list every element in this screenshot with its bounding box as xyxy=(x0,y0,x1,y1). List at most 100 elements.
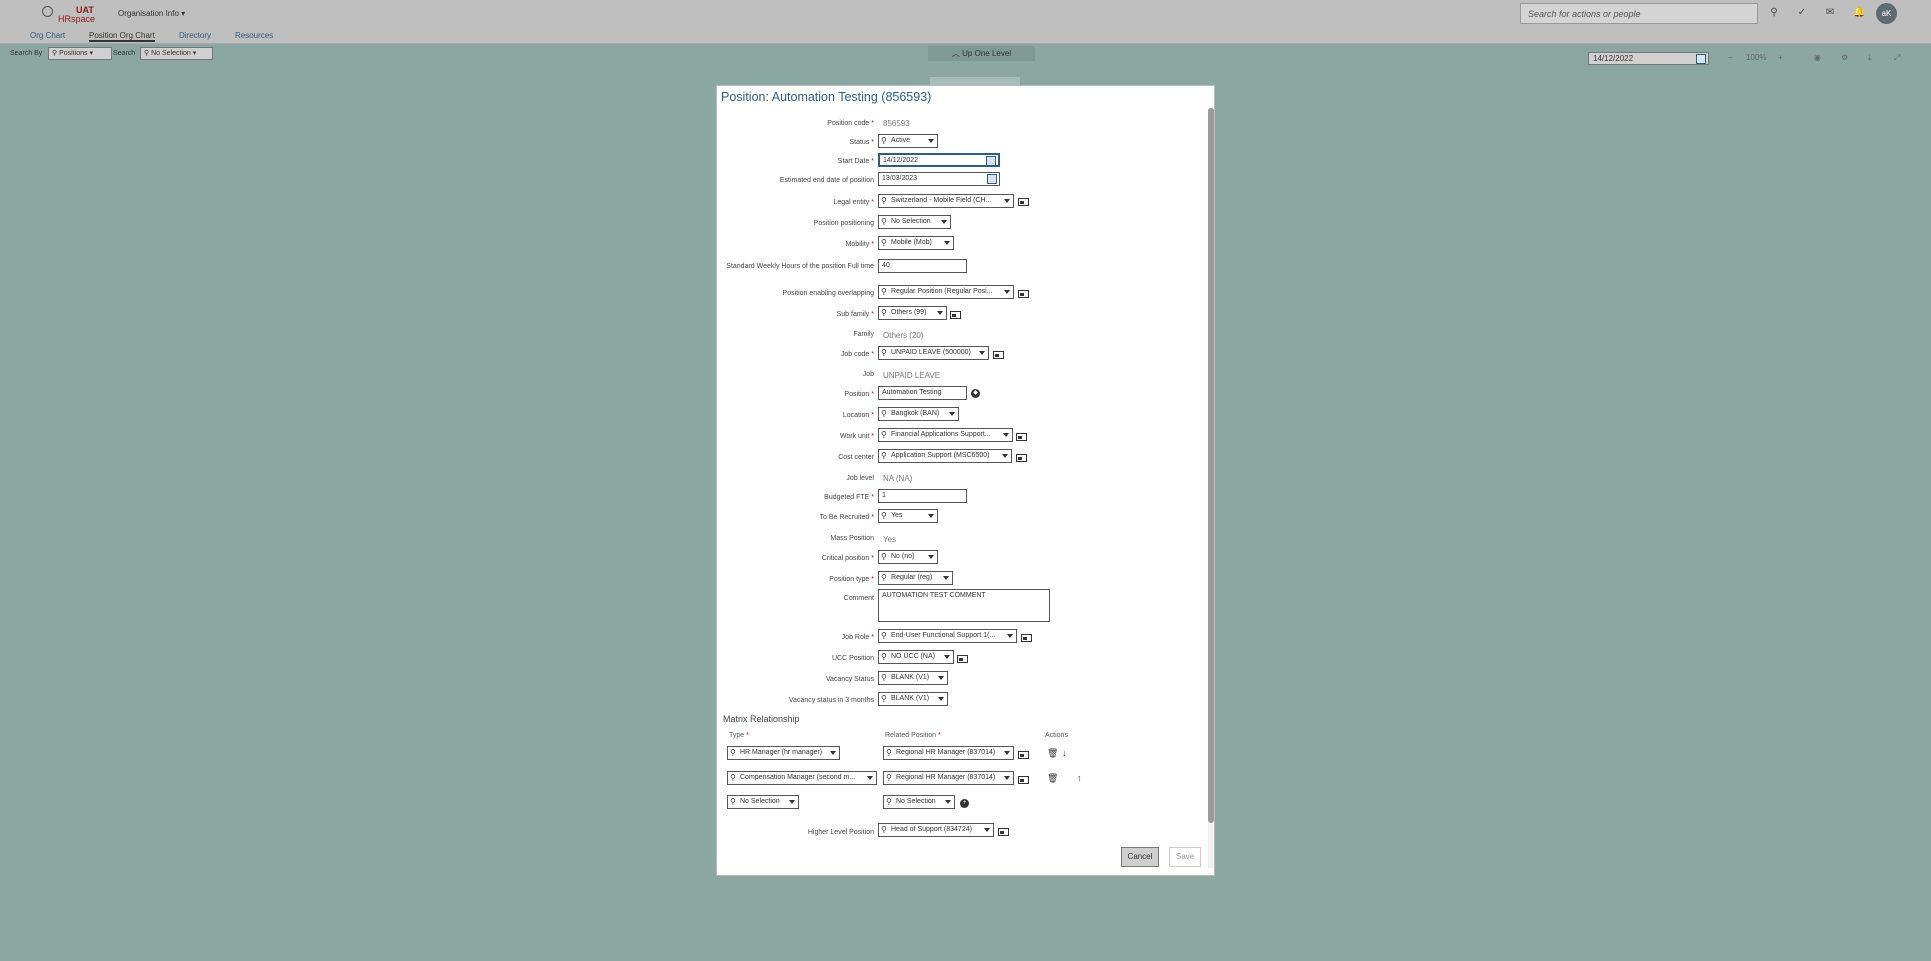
cost-center-select[interactable]: ⚲Application Support (MSC6500) xyxy=(878,449,1012,463)
view-icon[interactable]: ◉ xyxy=(1814,53,1821,62)
tab-directory[interactable]: Directory xyxy=(179,31,212,40)
critical-position-label: Critical position * xyxy=(821,555,874,562)
search-icon: ⚲ xyxy=(881,217,887,226)
job-role-select[interactable]: ⚲End-User Functional Support 1(... xyxy=(878,629,1017,643)
sub-family-select[interactable]: ⚲Others (99) xyxy=(878,306,947,320)
legal-entity-label: Legal entity * xyxy=(833,199,875,206)
calendar-icon[interactable] xyxy=(1696,54,1706,64)
tab-org-chart[interactable]: Org Chart xyxy=(30,31,66,40)
location-label: Location * xyxy=(842,412,874,419)
position-overlapping-select[interactable]: ⚲Regular Position (Regular Posi... xyxy=(878,285,1014,299)
position-type-select[interactable]: ⚲Regular (reg) xyxy=(878,571,953,585)
calendar-icon[interactable] xyxy=(987,174,997,184)
search-icon: ⚲ xyxy=(730,797,736,806)
delete-icon[interactable]: 🗑 xyxy=(1047,748,1059,758)
job-value: UNPAID LEAVE xyxy=(883,371,941,380)
arrow-up-icon[interactable]: ↑ xyxy=(1077,773,1082,783)
work-unit-select[interactable]: ⚲Financial Applications Support... xyxy=(878,428,1013,442)
up-one-level-label: Up One Level xyxy=(962,49,1012,58)
save-button[interactable]: Save xyxy=(1169,847,1201,867)
vacancy-status-3m-select[interactable]: ⚲BLANK (V1) xyxy=(878,692,948,706)
up-one-level-button[interactable]: ︿ Up One Level xyxy=(928,46,1035,61)
position-input[interactable]: Automation Testing xyxy=(878,386,967,400)
details-card-icon[interactable] xyxy=(957,655,968,663)
approvals-icon[interactable]: ✓ xyxy=(1797,7,1807,18)
matrix-row-2-related-select[interactable]: ⚲Regional HR Manager (837014) xyxy=(883,771,1014,785)
search-icon: ⚲ xyxy=(881,573,887,582)
mobility-select[interactable]: ⚲Mobile (Mob) xyxy=(878,236,954,250)
company-logo[interactable]: UAT HRspace xyxy=(38,4,98,24)
details-card-icon[interactable] xyxy=(1018,776,1029,784)
matrix-row-1-type-select[interactable]: ⚲HR Manager (hr manager) xyxy=(727,746,840,760)
higher-level-position-select[interactable]: ⚲Head of Support (834724) xyxy=(878,823,994,837)
std-weekly-hours-input[interactable]: 40 xyxy=(878,259,967,273)
job-code-select[interactable]: ⚲UNPAID LEAVE (500000) xyxy=(878,346,989,360)
vacancy-status-3m-label: Vacancy status in 3 months xyxy=(788,697,874,704)
job-role-label: Job Role * xyxy=(841,634,874,641)
location-select[interactable]: ⚲Bangkok (BAN) xyxy=(878,407,959,421)
search-icon: ⚲ xyxy=(881,451,887,460)
chevron-down-icon xyxy=(1004,290,1010,294)
download-icon[interactable]: ⤓ xyxy=(1868,53,1872,62)
position-positioning-label: Position positioning xyxy=(813,220,874,227)
search-icon: ⚲ xyxy=(881,673,887,682)
est-end-date-input[interactable]: 13/03/2023 xyxy=(878,172,1000,186)
scrollbar-thumb[interactable] xyxy=(1208,108,1214,823)
global-search-input[interactable]: Search for actions or people xyxy=(1520,3,1758,24)
status-select[interactable]: ⚲Active xyxy=(878,134,938,148)
matrix-row-1-related-select[interactable]: ⚲Regional HR Manager (837014) xyxy=(883,746,1014,760)
details-card-icon[interactable] xyxy=(998,828,1009,836)
search-icon: ⚲ xyxy=(881,511,887,520)
details-card-icon[interactable] xyxy=(950,311,961,319)
comment-textarea[interactable]: AUTOMATION TEST COMMENT xyxy=(878,589,1050,622)
matrix-row-2-type-select[interactable]: ⚲Compensation Manager (second m... xyxy=(727,771,877,785)
search-select[interactable]: ⚲ No Selection ▾ xyxy=(140,47,213,60)
cancel-button[interactable]: Cancel xyxy=(1121,847,1159,867)
calendar-icon[interactable] xyxy=(986,156,996,166)
search-icon[interactable]: ⚲ xyxy=(1770,7,1778,18)
details-card-icon[interactable] xyxy=(1016,454,1027,462)
org-date-input[interactable]: 14/12/2022 xyxy=(1588,52,1709,65)
translate-icon[interactable]: ◆ xyxy=(971,389,980,398)
std-weekly-hours-label: Standard Weekly Hours of the position Fu… xyxy=(726,263,874,270)
tab-position-org-chart[interactable]: Position Org Chart xyxy=(89,31,155,42)
position-positioning-select[interactable]: ⚲No Selection xyxy=(878,215,951,229)
chevron-down-icon xyxy=(789,800,795,804)
start-date-input[interactable]: 14/12/2022 xyxy=(878,153,1000,167)
notification-bell-icon[interactable]: 🔔 xyxy=(1853,7,1866,18)
matrix-col-related: Related Position * xyxy=(885,732,941,739)
logo-uat: UAT xyxy=(76,5,94,15)
add-icon[interactable]: + xyxy=(960,799,969,808)
vacancy-status-select[interactable]: ⚲BLANK (V1) xyxy=(878,671,948,685)
zoom-out-icon[interactable]: − xyxy=(1728,53,1733,62)
search-icon: ⚲ xyxy=(881,409,887,418)
critical-position-select[interactable]: ⚲No (no) xyxy=(878,550,938,564)
sub-family-label: Sub family * xyxy=(836,311,874,318)
details-card-icon[interactable] xyxy=(1018,198,1029,206)
search-icon: ⚲ xyxy=(881,287,887,296)
tab-resources[interactable]: Resources xyxy=(235,31,274,40)
details-card-icon[interactable] xyxy=(1018,290,1029,298)
budgeted-fte-input[interactable]: 1 xyxy=(878,489,967,503)
to-be-recruited-select[interactable]: ⚲Yes xyxy=(878,509,938,523)
details-card-icon[interactable] xyxy=(1016,433,1027,441)
search-by-select[interactable]: ⚲ Positions ▾ xyxy=(48,47,112,60)
delete-icon[interactable]: 🗑 xyxy=(1047,773,1059,783)
avatar[interactable]: aK xyxy=(1876,3,1897,24)
org-chart-node[interactable] xyxy=(930,77,1020,87)
person-settings-icon[interactable]: ⚙ xyxy=(1841,53,1849,62)
ucc-position-select[interactable]: ⚲NO UCC (NA) xyxy=(878,650,954,664)
matrix-row-3-type-select[interactable]: ⚲No Selection xyxy=(727,795,799,809)
zoom-level: 100% xyxy=(1746,53,1767,62)
zoom-in-icon[interactable]: + xyxy=(1778,53,1783,62)
arrow-down-icon[interactable]: ↓ xyxy=(1062,748,1067,758)
details-card-icon[interactable] xyxy=(993,351,1004,359)
chat-icon[interactable]: ✉ xyxy=(1825,7,1835,18)
details-card-icon[interactable] xyxy=(1018,751,1029,759)
organisation-menu[interactable]: Organisation Info ▾ xyxy=(118,9,185,18)
details-card-icon[interactable] xyxy=(1021,634,1032,642)
search-value: No Selection xyxy=(151,50,191,57)
matrix-row-3-related-select[interactable]: ⚲No Selection xyxy=(883,795,955,809)
fullscreen-icon[interactable]: ⤢ xyxy=(1894,53,1901,62)
legal-entity-select[interactable]: ⚲Switzerland - Mobile Field (CH... xyxy=(878,194,1014,208)
